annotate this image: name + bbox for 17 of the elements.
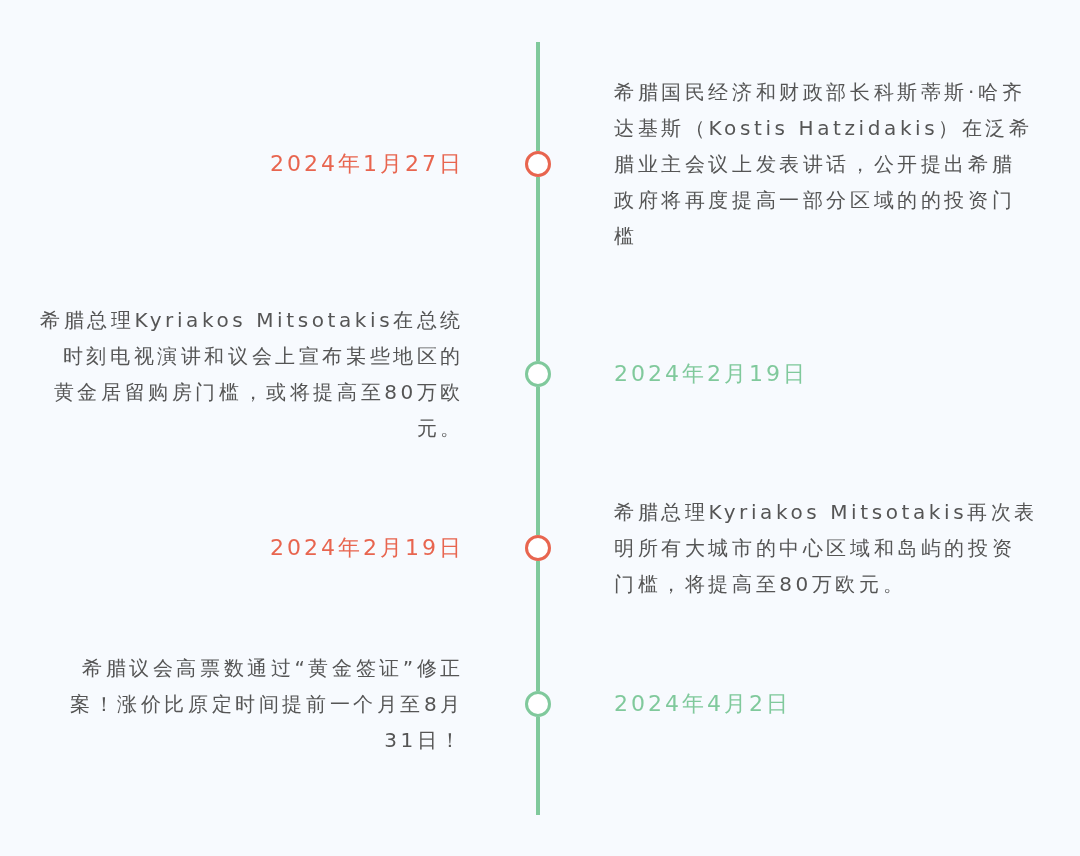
date-label: 2024年2月19日 <box>270 534 464 562</box>
timeline-line <box>536 177 540 361</box>
timeline-line <box>536 561 540 691</box>
event-description: 希腊总理Kyriakos Mitsotakis再次表明所有大城市的中心区域和岛屿的投资门槛，将提高至80万欧元。 <box>614 499 1038 598</box>
event-description: 希腊总理Kyriakos Mitsotakis在总统时刻电视演讲和议会上宣布某些地区的黄金居留购房门槛，或将提高至80万欧元。 <box>40 307 464 442</box>
timeline-line <box>536 387 540 535</box>
event-description: 希腊议会高票数通过“黄金签证”修正案！涨价比原定时间提前一个月至8月31日！ <box>69 655 464 754</box>
timeline-line <box>536 42 540 151</box>
timeline-dot-icon <box>525 691 551 717</box>
timeline-dot-icon <box>525 151 551 177</box>
date-label: 2024年1月27日 <box>270 150 464 178</box>
timeline-line <box>536 717 540 815</box>
date-label: 2024年4月2日 <box>614 690 791 718</box>
timeline-dot-icon <box>525 361 551 387</box>
timeline-dot-icon <box>525 535 551 561</box>
event-description: 希腊国民经济和财政部长科斯蒂斯·哈齐达基斯（Kostis Hatzidakis）在泛希腊业主会议上发表讲话，公开提出希腊政府将再度提高一部分区域的的投资门槛 <box>614 79 1034 250</box>
date-label: 2024年2月19日 <box>614 360 808 388</box>
